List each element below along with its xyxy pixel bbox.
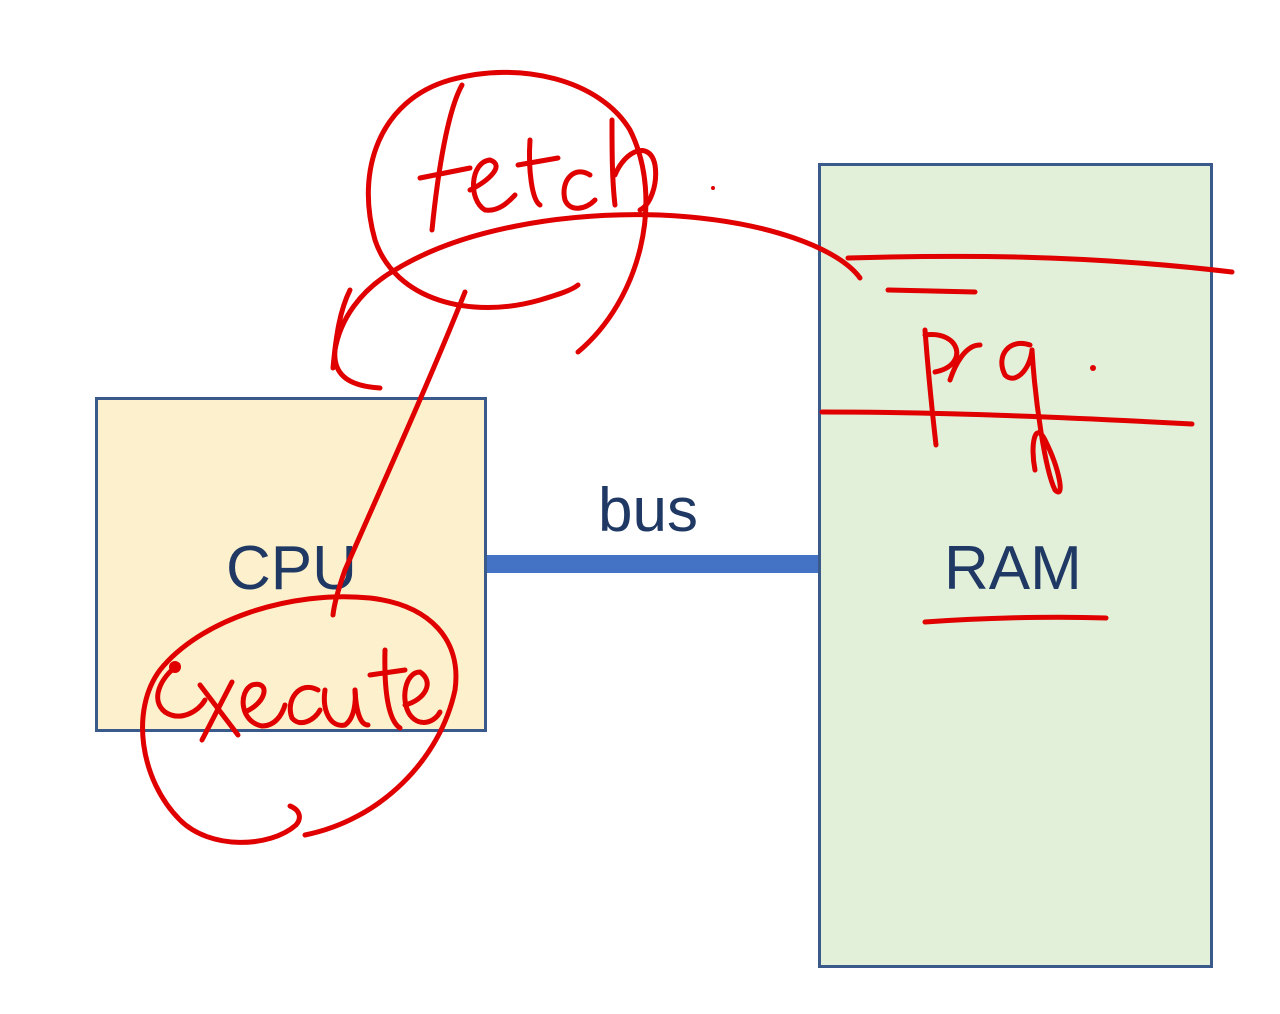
fetch-arrow bbox=[332, 212, 863, 391]
ram-box bbox=[818, 163, 1213, 968]
bus-label: bus bbox=[598, 476, 698, 545]
ink-dot bbox=[711, 186, 715, 190]
bus-line bbox=[487, 555, 818, 573]
fetch-circle bbox=[365, 69, 649, 355]
fetch-arrowhead bbox=[330, 287, 353, 371]
cpu-label: CPU bbox=[226, 534, 357, 603]
fetch-annotation bbox=[417, 82, 659, 233]
ram-label: RAM bbox=[944, 534, 1082, 603]
